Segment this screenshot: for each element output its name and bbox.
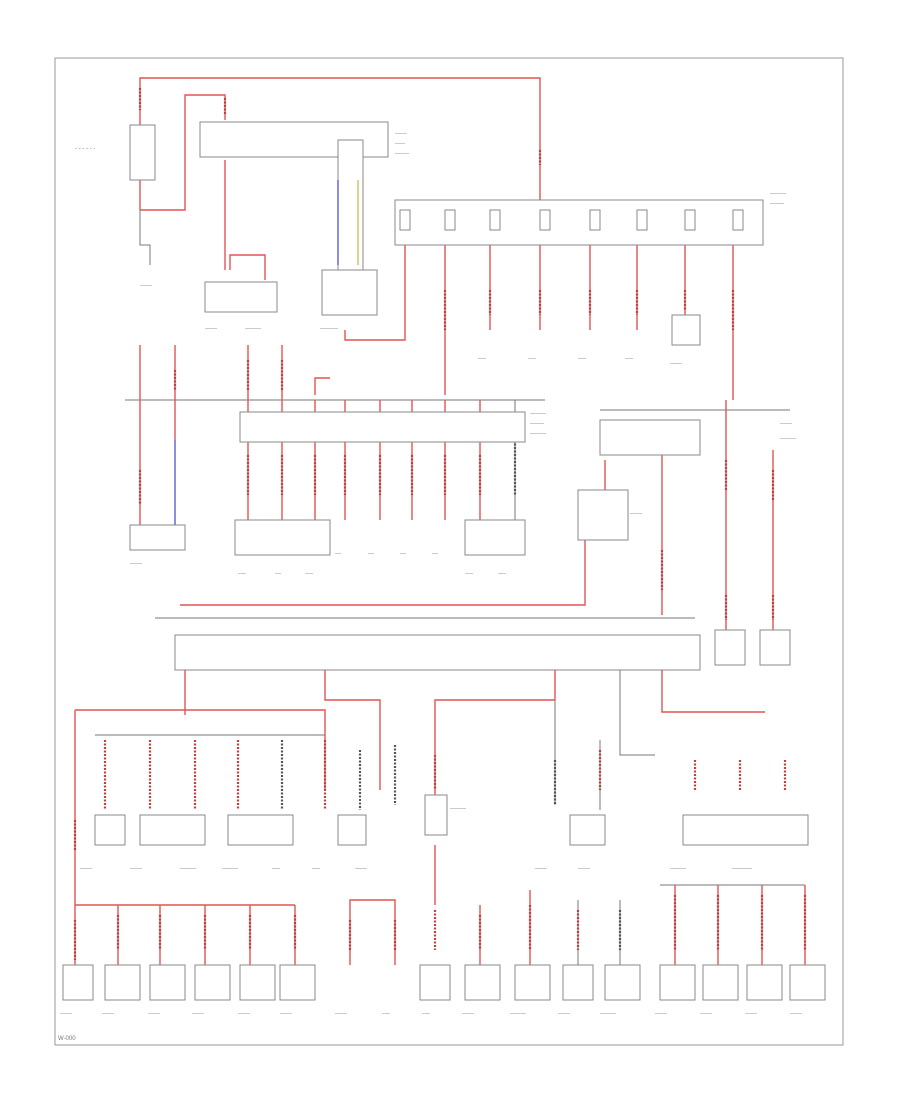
- svg-text:-----: -----: [395, 141, 405, 147]
- svg-text:----: ----: [305, 571, 313, 577]
- svg-text:----: ----: [465, 571, 473, 577]
- svg-text:------: ------: [130, 866, 142, 872]
- svg-text:----: ----: [498, 571, 506, 577]
- ignition-switch: ---------: [320, 139, 378, 332]
- svg-text:----------: ----------: [732, 866, 752, 872]
- svg-text:--------: --------: [222, 866, 238, 872]
- svg-text:------: ------: [335, 1011, 347, 1017]
- svg-text:------: ------: [280, 1011, 292, 1017]
- svg-text:----: ----: [238, 571, 246, 577]
- battery: - - - - - - ------: [75, 124, 156, 289]
- svg-text:---: ---: [432, 551, 438, 557]
- middle-bus-and-wiring: [125, 345, 790, 630]
- svg-text:------: ------: [655, 1011, 667, 1017]
- svg-text:------: ------: [192, 1011, 204, 1017]
- svg-text:----: ----: [578, 356, 586, 362]
- svg-text:----: ----: [528, 356, 536, 362]
- svg-text:--------: --------: [530, 431, 546, 437]
- lower-wiring-segments: [73, 740, 787, 960]
- top-fuse-bus: -------- -------: [394, 191, 786, 246]
- svg-text:-------: -------: [530, 421, 544, 427]
- relay-assembly: ------ ------ --------: [577, 419, 796, 541]
- svg-text:------: ------: [60, 1011, 72, 1017]
- svg-text:------: ------: [130, 561, 142, 567]
- svg-text:------: ------: [630, 511, 642, 517]
- svg-text:------: ------: [140, 283, 152, 289]
- svg-text:---: ---: [368, 551, 374, 557]
- svg-text:----: ----: [382, 1011, 390, 1017]
- svg-text:------: ------: [700, 1011, 712, 1017]
- svg-text:------: ------: [790, 1011, 802, 1017]
- svg-text:----: ----: [312, 866, 320, 872]
- svg-text:------: ------: [80, 866, 92, 872]
- svg-text:--------: --------: [530, 411, 546, 417]
- diagram-footer-code: W-000: [58, 1036, 76, 1042]
- svg-text:--------: --------: [670, 866, 686, 872]
- svg-text:--------: --------: [780, 436, 796, 442]
- svg-text:------: ------: [558, 1011, 570, 1017]
- svg-text:--------: --------: [510, 1011, 526, 1017]
- svg-text:--------: --------: [770, 191, 786, 197]
- svg-text:-------: -------: [770, 201, 784, 207]
- svg-text:---: ---: [335, 551, 341, 557]
- middle-wiring-segments: [138, 360, 775, 620]
- svg-text:--------: --------: [180, 866, 196, 872]
- svg-text:------: ------: [205, 326, 217, 332]
- passenger-fuse-block: -------- ------- --------: [239, 411, 546, 443]
- svg-text:------: ------: [780, 421, 792, 427]
- svg-text:------: ------: [670, 361, 682, 367]
- top-loads: ---- ---- ---- ---- ------: [478, 314, 701, 367]
- svg-text:------: ------: [395, 131, 407, 137]
- svg-text:---: ---: [400, 551, 406, 557]
- engine-fuse-relay-block: ------ ----- -------: [199, 121, 409, 158]
- svg-text:------: ------: [462, 1011, 474, 1017]
- svg-text:---------: ---------: [320, 326, 338, 332]
- svg-text:------: ------: [355, 866, 367, 872]
- svg-text:----: ----: [272, 866, 280, 872]
- svg-text:------: ------: [148, 1011, 160, 1017]
- starter-generator: ------ --------: [204, 281, 278, 332]
- svg-text:------: ------: [238, 1011, 250, 1017]
- svg-text:---: ---: [275, 571, 281, 577]
- svg-text:- - - - - -: - - - - - -: [75, 146, 95, 152]
- svg-text:--------: --------: [600, 1011, 616, 1017]
- svg-text:-------: -------: [395, 151, 409, 157]
- svg-text:--------: --------: [245, 326, 261, 332]
- svg-text:------: ------: [535, 866, 547, 872]
- svg-text:----: ----: [478, 356, 486, 362]
- svg-text:------: ------: [102, 1011, 114, 1017]
- middle-loads: ------ ---- --- ---- --- --- --- --- ---…: [129, 519, 526, 577]
- svg-text:----: ----: [625, 356, 633, 362]
- bottom-loads: ------ ------ ------ ------ ------ -----…: [60, 964, 826, 1017]
- diagram-frame: [54, 57, 844, 1046]
- top-fuse-wiring-segments: [138, 88, 735, 330]
- lower-bus-and-wiring: [74, 617, 791, 995]
- bottom-wiring-segments: [116, 895, 807, 950]
- module-row-one: -------- ------ ------ -------- --------…: [80, 794, 809, 872]
- svg-text:----: ----: [422, 1011, 430, 1017]
- svg-text:------: ------: [745, 1011, 757, 1017]
- svg-text:------: ------: [578, 866, 590, 872]
- svg-text:--------: --------: [450, 806, 466, 812]
- bottom-wiring: [75, 884, 806, 965]
